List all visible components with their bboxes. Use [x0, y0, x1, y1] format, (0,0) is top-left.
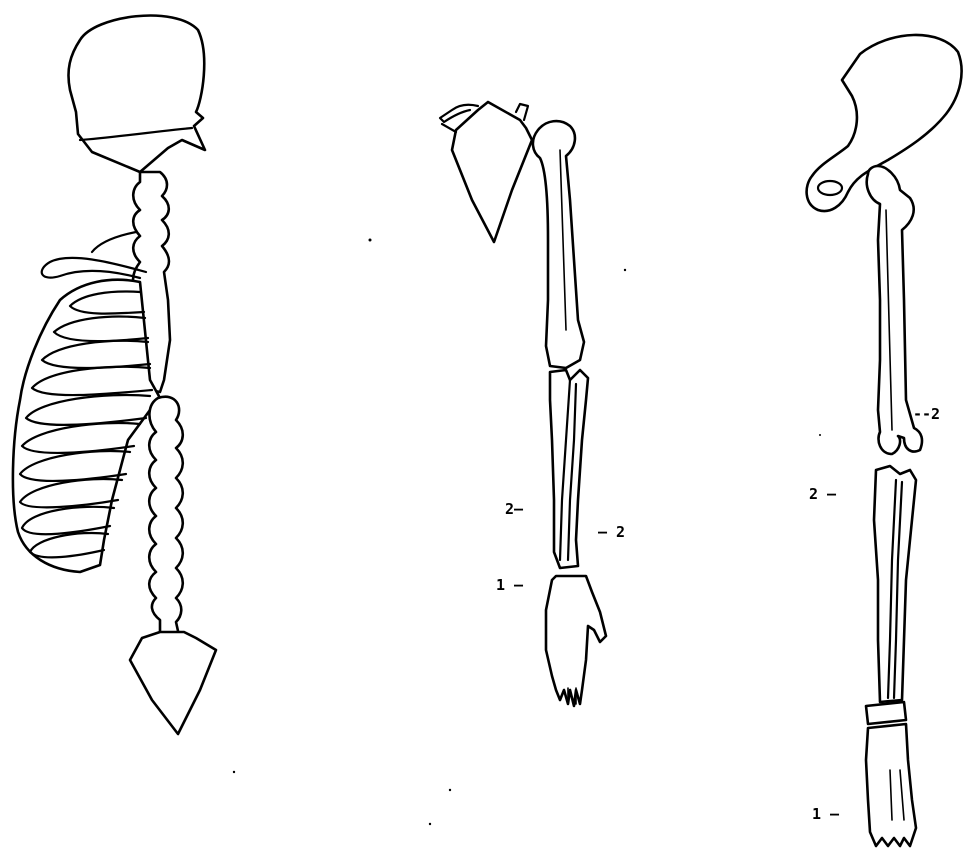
skull-shape — [68, 16, 205, 172]
rib-cage — [13, 280, 160, 572]
trunk-figure — [13, 16, 216, 734]
humerus — [533, 121, 584, 368]
leg-figure — [807, 35, 962, 846]
sacrum — [130, 632, 216, 734]
arm-label-2-left: 2– — [505, 500, 524, 518]
ankle — [866, 702, 906, 724]
arm-label-2-right: – 2 — [598, 523, 625, 541]
leg-label-2-left: 2 – — [809, 485, 837, 503]
clavicle — [42, 258, 146, 278]
lumbar-spine — [149, 397, 183, 640]
arm-label-1: 1 – — [496, 576, 524, 594]
leg-label-2-right: --2 — [913, 405, 940, 423]
hand — [546, 576, 606, 706]
leg-label-1: 1 – — [812, 805, 840, 823]
arm-figure — [440, 102, 606, 706]
scapula — [452, 102, 532, 242]
scan-specks — [233, 239, 821, 826]
